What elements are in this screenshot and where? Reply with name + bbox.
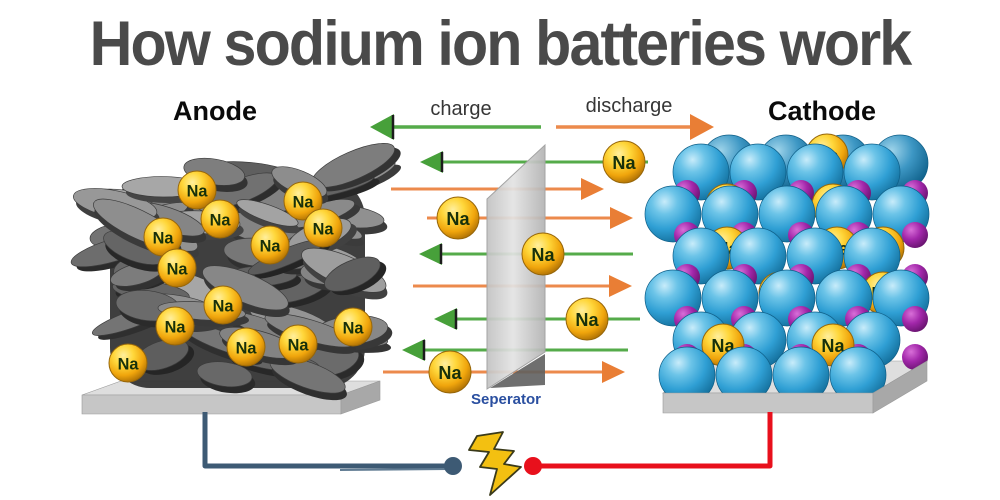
separator-label: Seperator xyxy=(471,391,541,408)
na-ion: Na xyxy=(283,181,323,221)
na-ion: Na xyxy=(155,306,195,346)
svg-text:Na: Na xyxy=(187,182,209,200)
svg-text:Na: Na xyxy=(118,355,140,373)
separator-shadow xyxy=(490,354,545,388)
na-ion: Na xyxy=(203,285,243,325)
svg-text:Na: Na xyxy=(165,318,187,336)
anode-wire xyxy=(202,412,462,475)
cathode-terminal xyxy=(524,457,542,475)
na-ion: Na xyxy=(278,324,318,364)
cathode-wire xyxy=(524,412,773,475)
carbon-flake xyxy=(110,261,169,292)
oxygen-sphere xyxy=(902,344,928,370)
na-ion: Na xyxy=(602,140,646,184)
carbon-flake xyxy=(196,361,256,394)
svg-text:Na: Na xyxy=(821,336,845,356)
carbon-flake xyxy=(236,199,300,234)
charge-label: charge xyxy=(430,98,491,120)
svg-text:Na: Na xyxy=(167,260,189,278)
svg-text:Na: Na xyxy=(236,339,258,357)
oxygen-sphere xyxy=(902,306,928,332)
carbon-flake xyxy=(311,143,401,192)
carbon-flake xyxy=(135,338,195,375)
svg-text:Na: Na xyxy=(531,245,555,265)
anode-label: Anode xyxy=(173,96,257,126)
carbon-flake xyxy=(269,356,347,401)
na-ion: Na xyxy=(143,217,183,257)
svg-text:Na: Na xyxy=(293,193,315,211)
na-ion: Na xyxy=(226,327,266,367)
discharge-ion-arrow xyxy=(391,178,604,200)
svg-text:Na: Na xyxy=(446,209,470,229)
na-ion: Na xyxy=(521,232,565,276)
na-ion: Na xyxy=(108,343,148,383)
discharge-arrow xyxy=(556,114,714,140)
lightning-bolt-icon xyxy=(468,431,522,496)
na-ion: Na xyxy=(428,350,472,394)
svg-text:Na: Na xyxy=(343,319,365,337)
svg-text:Na: Na xyxy=(260,237,282,255)
oxygen-sphere xyxy=(902,222,928,248)
na-ion: Na xyxy=(157,248,197,288)
charge-arrow xyxy=(370,114,541,140)
na-ion: Na xyxy=(565,297,609,341)
na-ion: Na xyxy=(333,307,373,347)
na-ion: Na xyxy=(303,208,343,248)
svg-text:Na: Na xyxy=(313,220,335,238)
na-ion: Na xyxy=(200,199,240,239)
svg-text:Na: Na xyxy=(288,336,310,354)
cathode-plate-front xyxy=(662,360,928,414)
discharge-label: discharge xyxy=(586,95,673,117)
svg-text:Na: Na xyxy=(575,310,599,330)
svg-text:Na: Na xyxy=(210,211,232,229)
svg-text:Na: Na xyxy=(213,297,235,315)
na-ion: Na xyxy=(250,225,290,265)
svg-text:Na: Na xyxy=(612,153,636,173)
page-title: How sodium ion batteries work xyxy=(89,9,913,79)
separator xyxy=(486,143,546,390)
cathode-label: Cathode xyxy=(768,96,876,126)
anode-terminal xyxy=(444,457,462,475)
na-ion: Na xyxy=(177,170,217,210)
carbon-flake xyxy=(324,256,387,296)
svg-text:Na: Na xyxy=(153,229,175,247)
na-ion: Na xyxy=(436,196,480,240)
svg-text:Na: Na xyxy=(438,363,462,383)
